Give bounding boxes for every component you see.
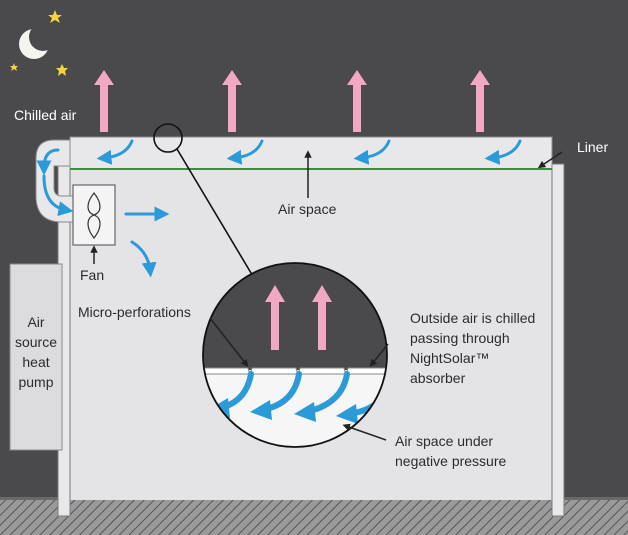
airflow-arrow	[130, 240, 157, 278]
airflow-arrow	[484, 139, 522, 165]
liner-label: Liner	[577, 139, 609, 155]
negative-pressure-label: Air space under negative pressure	[395, 433, 507, 469]
pointer-arrow	[342, 423, 387, 441]
airflow-arrow	[96, 139, 134, 165]
magnified-detail	[203, 263, 387, 447]
magnifier-circle	[202, 262, 388, 448]
roof-absorber-panel	[69, 136, 553, 170]
outside-air-label: Outside air is chilled passing through N…	[410, 310, 536, 386]
pointer-arrow	[369, 343, 389, 367]
moon-icon	[19, 23, 57, 59]
pointer-arrow	[209, 317, 249, 367]
fan-label: Fan	[80, 267, 105, 283]
heat-arrow	[470, 70, 490, 132]
airflow-arrow	[353, 139, 391, 165]
fan-icon	[87, 192, 101, 239]
magnifier-connector	[176, 148, 255, 279]
heat-pump-label: Air source heat pump	[14, 314, 58, 390]
heat-arrow	[222, 70, 242, 132]
ground	[0, 497, 628, 535]
air-space-label: Air space	[278, 201, 337, 217]
star-icon	[10, 63, 18, 71]
magnifier-source-circle	[153, 123, 183, 153]
heat-radiation-arrows	[94, 70, 490, 132]
duct-airflow-arrows	[36, 148, 170, 278]
micro-perforations-label: Micro-perforations	[78, 304, 191, 320]
heat-arrow	[312, 285, 332, 350]
heat-arrow	[265, 285, 285, 350]
airflow-arrow	[226, 139, 264, 165]
chilled-air-label: Chilled air	[14, 107, 77, 123]
pointer-arrow	[537, 151, 563, 169]
star-icon	[48, 10, 62, 23]
airflow-arrow	[36, 148, 60, 176]
heat-arrow	[347, 70, 367, 132]
right-wall	[551, 163, 565, 517]
heat-pump-box	[9, 263, 63, 451]
star-icon	[56, 64, 68, 76]
pointer-arrows	[90, 150, 563, 441]
airflow-arrow	[42, 174, 74, 217]
roof-airflow-arrows	[96, 139, 522, 165]
heat-arrow	[94, 70, 114, 132]
